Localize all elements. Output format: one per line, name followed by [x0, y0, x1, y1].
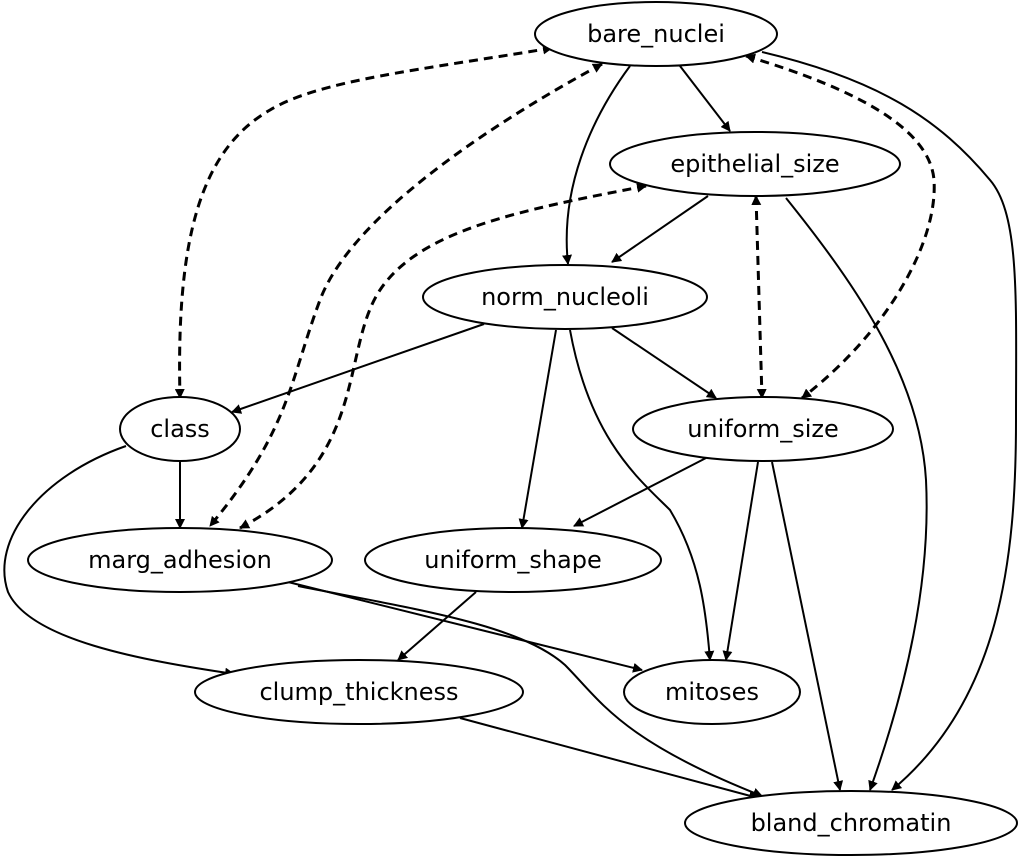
edge-bare_nuclei-bland_chromatin [761, 51, 1018, 791]
edge-epithelial_size-norm_nucleoli [611, 195, 709, 263]
node-label: mitoses [665, 678, 759, 706]
node-class: class [119, 396, 241, 462]
edge-class-clump_thickness [3, 445, 235, 678]
edge-uniform_size-bland_chromatin [771, 461, 844, 791]
edge-epithelial_size-marg_adhesion [239, 182, 647, 530]
node-norm_nucleoli: norm_nucleoli [422, 264, 708, 330]
node-epithelial_size: epithelial_size [609, 131, 901, 197]
node-label: bare_nuclei [587, 20, 725, 48]
edge-epithelial_size-uniform_size [751, 195, 767, 399]
node-label: uniform_size [687, 415, 839, 443]
node-uniform_shape: uniform_shape [364, 527, 662, 593]
node-label: bland_chromatin [751, 809, 952, 837]
edge-bare_nuclei-class [174, 44, 553, 399]
edge-uniform_shape-clump_thickness [397, 591, 477, 661]
edge-marg_adhesion-bland_chromatin [297, 585, 763, 798]
edges [3, 44, 1018, 801]
edge-norm_nucleoli-uniform_shape [518, 329, 557, 529]
node-bare_nuclei: bare_nuclei [534, 1, 778, 67]
node-label: epithelial_size [670, 150, 839, 178]
node-label: norm_nucleoli [481, 283, 649, 311]
node-mitoses: mitoses [623, 659, 801, 725]
edge-uniform_size-mitoses [722, 461, 759, 661]
nodes: bare_nuclei epithelial_size norm_nucleol… [27, 1, 1018, 856]
node-uniform_size: uniform_size [632, 396, 894, 462]
node-label: marg_adhesion [88, 546, 272, 574]
node-label: clump_thickness [259, 678, 458, 706]
edge-norm_nucleoli-class [231, 323, 485, 414]
edge-marg_adhesion-mitoses [287, 581, 643, 673]
edge-clump_thickness-bland_chromatin [459, 717, 759, 801]
edge-norm_nucleoli-uniform_size [611, 327, 717, 399]
node-bland_chromatin: bland_chromatin [684, 790, 1018, 856]
node-label: uniform_shape [424, 546, 601, 574]
node-label: class [150, 415, 210, 443]
edge-uniform_size-uniform_shape [573, 457, 707, 527]
node-marg_adhesion: marg_adhesion [27, 527, 333, 593]
edge-epithelial_size-bland_chromatin [785, 197, 928, 791]
node-clump_thickness: clump_thickness [194, 659, 524, 725]
edge-bare_nuclei-epithelial_size [679, 65, 731, 132]
